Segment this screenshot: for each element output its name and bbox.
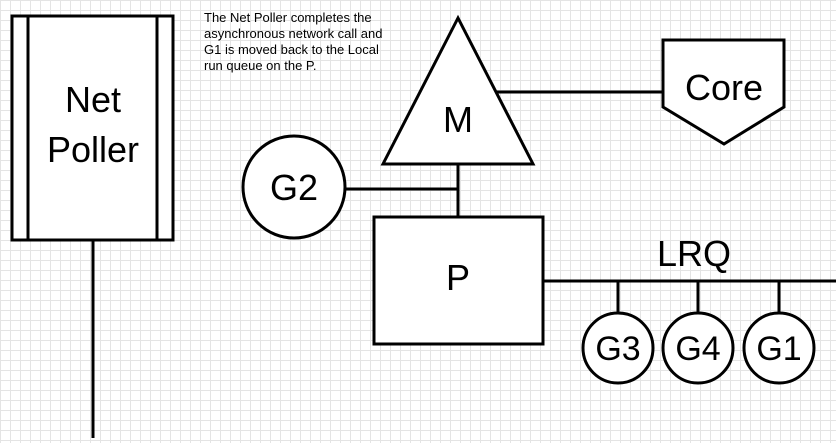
lrq-label: LRQ [657, 233, 731, 274]
net-poller-node: Net Poller [10, 14, 175, 242]
core-node: Core [661, 38, 786, 146]
m-node: M [380, 14, 536, 166]
p-label: P [446, 257, 470, 298]
queue-item: G1 [742, 311, 816, 385]
g2-node: G2 [241, 134, 347, 240]
g2-label: G2 [270, 167, 318, 208]
g4-label: G4 [675, 330, 720, 368]
annotation-note: The Net Poller completes the asynchronou… [204, 10, 383, 73]
net-poller-label-line2: Poller [47, 129, 139, 170]
m-triangle [380, 14, 536, 166]
core-label: Core [685, 67, 763, 108]
g3-circle [581, 311, 655, 385]
net-poller-box [10, 14, 175, 242]
queue-item: G3 [581, 311, 655, 385]
local-run-queue: G3 G4 G1 [581, 311, 816, 385]
g1-circle [742, 311, 816, 385]
net-poller-label-line1: Net [65, 79, 121, 120]
p-node: P [372, 215, 545, 346]
g2-circle [241, 134, 347, 240]
core-shape [661, 38, 786, 146]
queue-item: G4 [661, 311, 735, 385]
m-label: M [443, 99, 473, 140]
g1-label: G1 [756, 330, 801, 368]
g3-label: G3 [595, 330, 640, 368]
p-box [372, 215, 545, 346]
g4-circle [661, 311, 735, 385]
